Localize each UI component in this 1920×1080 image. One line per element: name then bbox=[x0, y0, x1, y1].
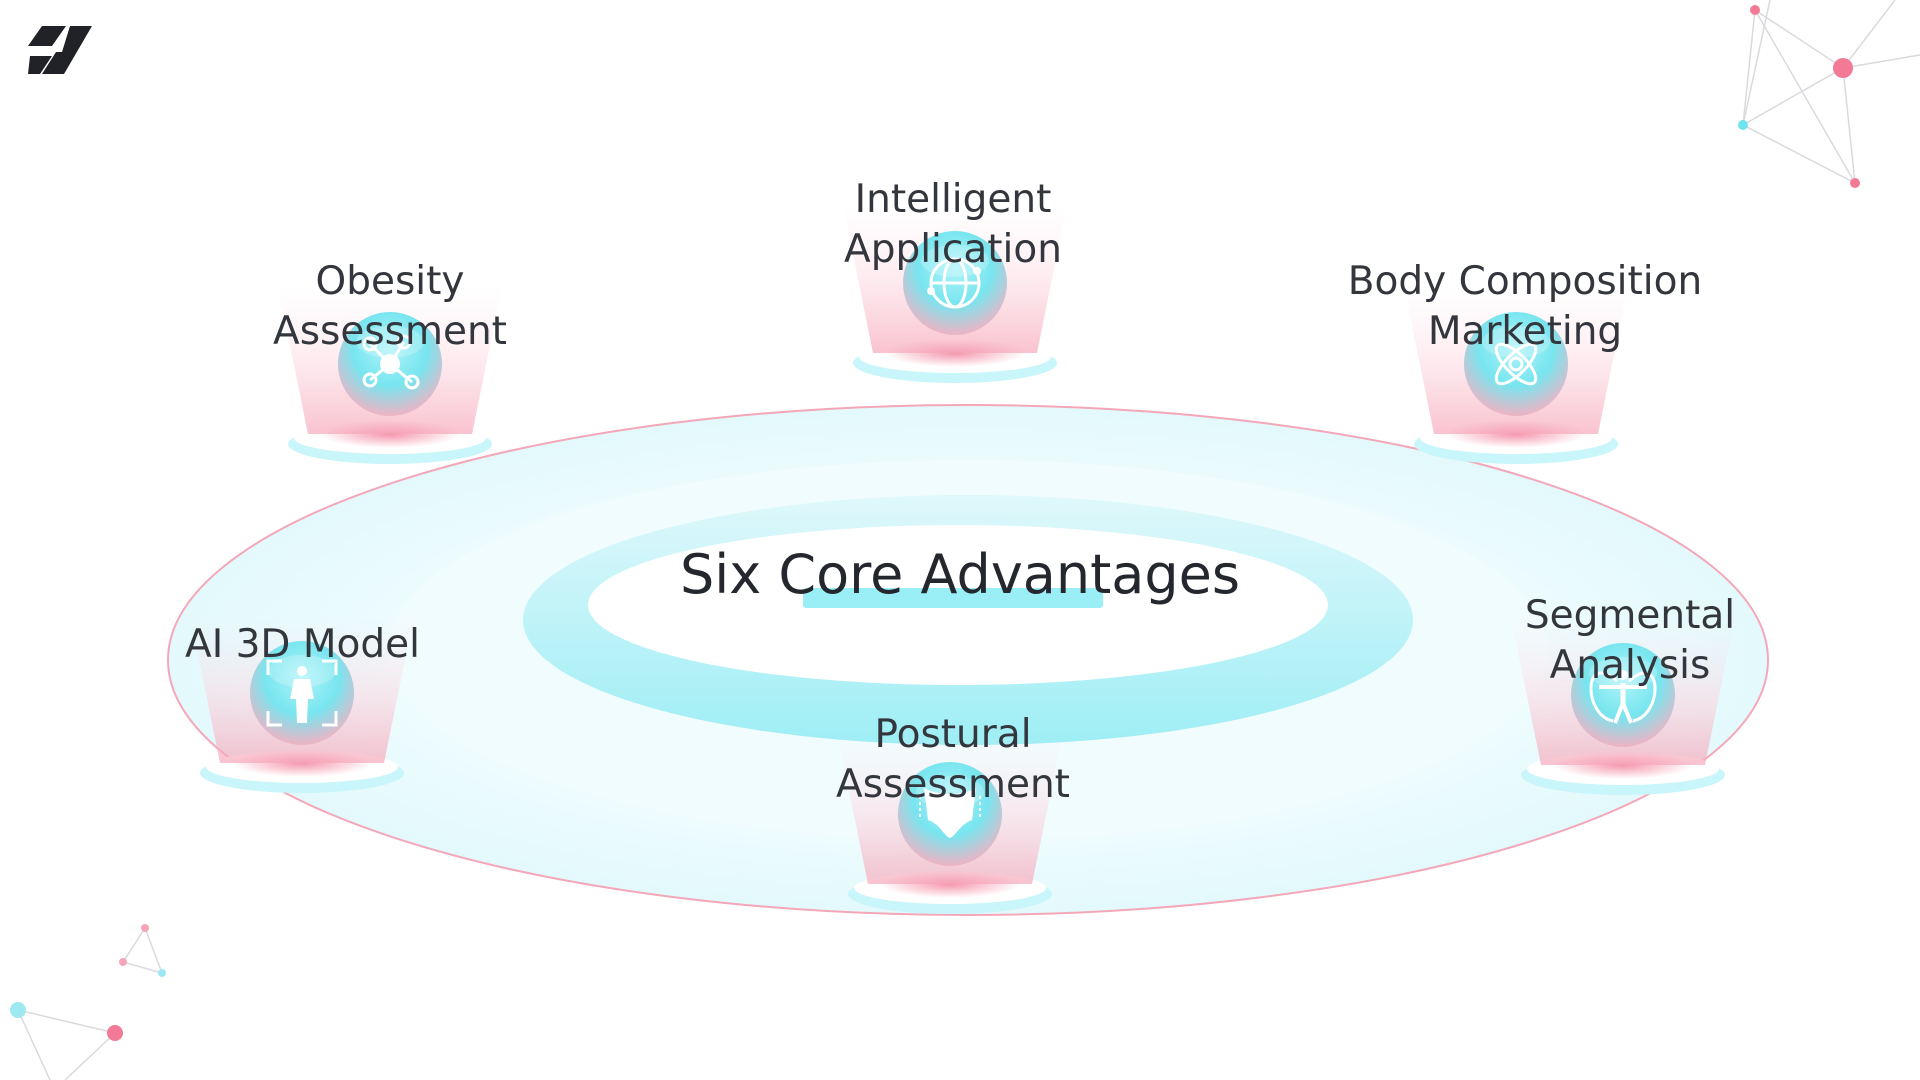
label-ai-3d-model: AI 3D Model bbox=[160, 620, 445, 670]
label-line-2: Assessment bbox=[836, 762, 1070, 807]
diagram-title: Six Core Advantages bbox=[680, 543, 1240, 606]
label-line-2: Application bbox=[844, 227, 1062, 272]
advantage-podium bbox=[1404, 286, 1628, 464]
atom-orbit-icon bbox=[1494, 342, 1538, 386]
advantage-podium bbox=[1511, 617, 1735, 795]
label-postural-assessment: Postural Assessment bbox=[818, 710, 1088, 810]
label-line-2: Analysis bbox=[1549, 643, 1711, 688]
label-intelligent-application: Intelligent Application bbox=[808, 175, 1098, 275]
label-line-2: Marketing bbox=[1427, 309, 1623, 354]
label-line-1: Obesity bbox=[315, 259, 465, 304]
globe-network-icon bbox=[927, 257, 981, 309]
body-scan-icon bbox=[266, 659, 338, 727]
label-line-1: Segmental bbox=[1524, 593, 1736, 638]
advantage-podium bbox=[190, 615, 414, 793]
label-line-1: AI 3D Model bbox=[185, 622, 420, 667]
label-obesity-assessment: Obesity Assessment bbox=[250, 257, 530, 357]
label-line-1: Body Composition bbox=[1347, 259, 1703, 304]
label-line-1: Intelligent bbox=[854, 177, 1052, 222]
torso-posture-icon bbox=[919, 788, 981, 838]
vitruvian-figure-icon bbox=[1589, 670, 1657, 724]
molecule-nodes-icon bbox=[362, 334, 420, 390]
brand-logo-icon bbox=[28, 26, 92, 74]
label-line-2: Assessment bbox=[273, 309, 507, 354]
label-line-1: Postural bbox=[874, 712, 1032, 757]
label-body-composition-marketing: Body Composition Marketing bbox=[1330, 257, 1720, 357]
advantage-podium bbox=[843, 205, 1067, 383]
label-segmental-analysis: Segmental Analysis bbox=[1490, 591, 1770, 691]
advantage-podium bbox=[278, 286, 502, 464]
advantage-podium bbox=[838, 736, 1062, 914]
network-decoration bbox=[1742, 0, 1920, 184]
